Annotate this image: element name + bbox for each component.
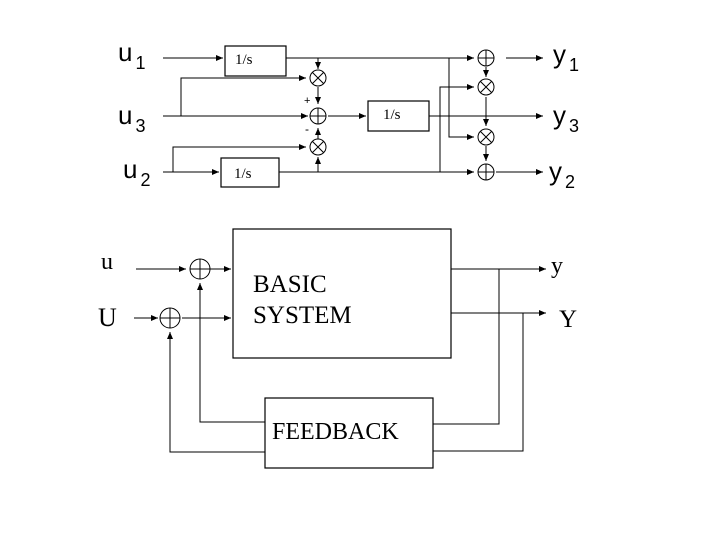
input-label-u-small: u <box>101 249 113 275</box>
minus-sign: - <box>305 122 309 136</box>
integrator-label-2: 1/s <box>383 107 401 123</box>
output-label-y-large: Y <box>559 306 577 333</box>
integrator-block-1 <box>224 45 287 77</box>
feedback-label: FEEDBACK <box>272 419 399 445</box>
feedback-block <box>264 397 434 469</box>
bottom-diagram: u U y Y BASIC SYSTEM FEEDBACK <box>98 228 577 469</box>
plus-sign: + <box>304 95 310 107</box>
top-junctions <box>309 49 495 181</box>
basic-system-block <box>232 228 452 359</box>
basic-system-label-line1: BASIC <box>253 271 327 298</box>
integrator-label-3: 1/s <box>234 166 252 182</box>
integrator-block-2 <box>367 100 430 132</box>
bottom-signal-lines <box>134 266 546 453</box>
integrator-label-1: 1/s <box>235 52 253 68</box>
input-label-u-large: U <box>98 303 117 332</box>
basic-system-label-line2: SYSTEM <box>253 302 352 329</box>
top-signal-lines <box>163 55 543 175</box>
output-label-y-small: y <box>551 253 563 279</box>
integrator-block-3 <box>220 157 280 188</box>
